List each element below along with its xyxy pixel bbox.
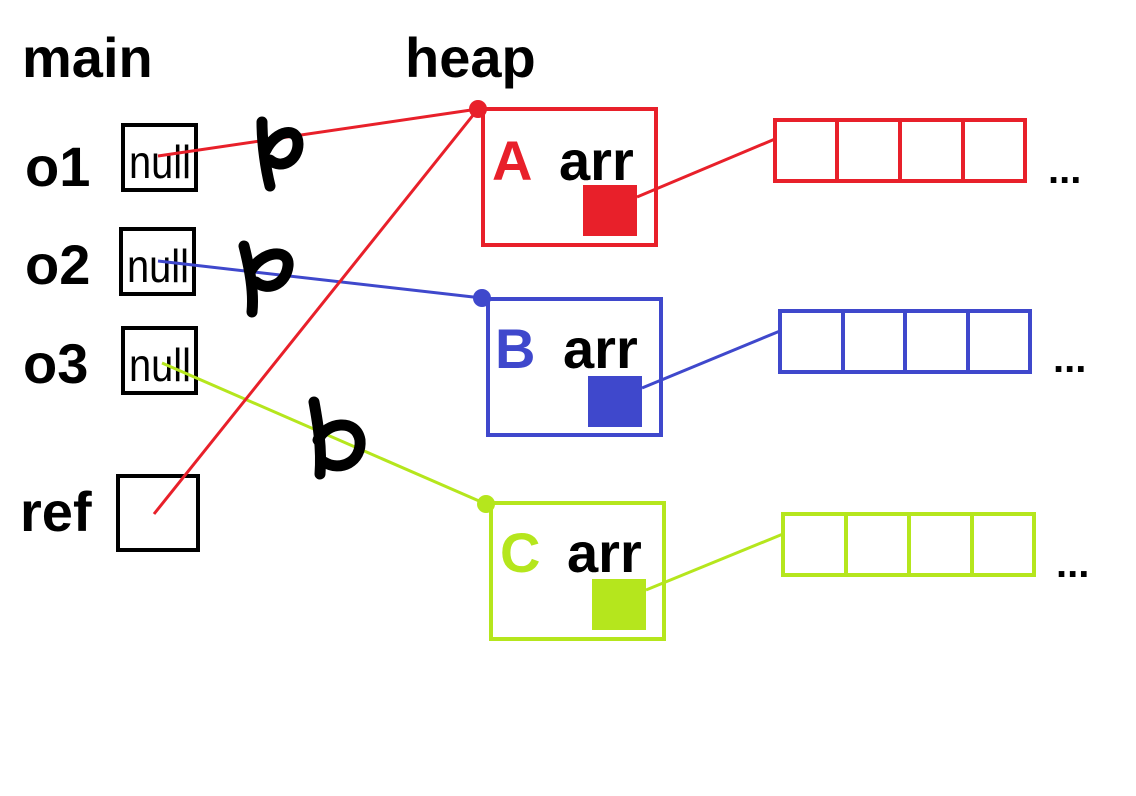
array-c-cell: [844, 512, 911, 577]
object-b-letter: B: [495, 317, 535, 380]
var-ref-label: ref: [20, 480, 92, 543]
object-b-field: arr: [563, 317, 638, 380]
array-a: [773, 118, 1027, 183]
var-o2-label: o2: [25, 233, 90, 296]
object-a-arr-pointer: [636, 137, 776, 199]
heap-object-b: B arr: [486, 297, 663, 437]
array-c: [781, 512, 1036, 577]
array-a-cell: [835, 118, 902, 183]
object-c-entry-dot: [477, 495, 495, 513]
object-a-entry-dot: [469, 100, 487, 118]
array-c-cell: [781, 512, 848, 577]
ref-reference-line: [152, 108, 480, 515]
var-o3-slot: [121, 326, 198, 395]
array-b-cell: [778, 309, 845, 374]
o2-cross-out-mark: [238, 240, 294, 318]
array-b-ellipsis: ...: [1053, 337, 1086, 381]
main-header: main: [22, 26, 153, 89]
object-c-arr-pointer: [645, 532, 784, 592]
array-a-cell: [898, 118, 965, 183]
object-c-letter: C: [500, 521, 540, 584]
heap-object-c: C arr: [489, 501, 666, 641]
array-c-cell: [970, 512, 1036, 577]
o1-reference-line: [157, 107, 479, 158]
var-ref-slot: [116, 474, 200, 552]
o2-reference-line: [157, 259, 483, 300]
heap-header: heap: [405, 26, 536, 89]
var-o1-label: o1: [25, 135, 90, 198]
array-b-cell: [903, 309, 970, 374]
array-a-cell: [773, 118, 839, 183]
array-b: [778, 309, 1032, 374]
array-c-ellipsis: ...: [1056, 542, 1089, 586]
var-o3-value: null: [129, 339, 191, 391]
object-b-entry-dot: [473, 289, 491, 307]
array-a-ellipsis: ...: [1048, 148, 1081, 192]
var-o1-slot: [121, 123, 198, 192]
array-c-cell: [907, 512, 974, 577]
array-a-cell: [961, 118, 1027, 183]
var-o3-label: o3: [23, 332, 88, 395]
object-a-arr-ref: [583, 185, 637, 236]
object-c-arr-ref: [592, 579, 646, 630]
object-b-arr-pointer: [641, 329, 781, 390]
var-o1-value: null: [129, 136, 191, 188]
var-o2-slot: [119, 227, 196, 296]
array-b-cell: [966, 309, 1032, 374]
heap-object-a: A arr: [481, 107, 658, 247]
o1-cross-out-mark: [256, 116, 304, 192]
var-o2-value: null: [127, 240, 189, 292]
object-c-field: arr: [567, 521, 642, 584]
object-a-letter: A: [492, 129, 532, 192]
object-b-arr-ref: [588, 376, 642, 427]
array-b-cell: [841, 309, 907, 374]
object-a-field: arr: [559, 129, 634, 192]
o3-cross-out-mark: [308, 396, 366, 480]
